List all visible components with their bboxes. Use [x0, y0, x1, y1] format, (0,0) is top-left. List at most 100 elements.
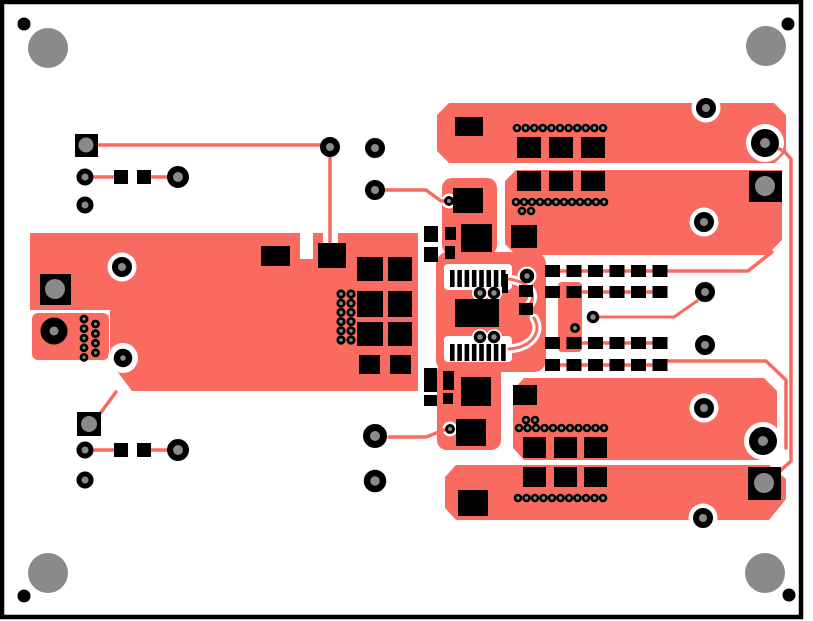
via — [695, 282, 715, 302]
via — [320, 137, 340, 157]
via — [365, 180, 385, 200]
pin-ring-row — [512, 123, 522, 133]
smd-pad — [424, 368, 437, 392]
smd-pad — [513, 385, 537, 405]
pin-ring-col — [336, 326, 346, 336]
smd-pad — [456, 419, 486, 446]
pad-hole — [81, 416, 97, 432]
pin-ring — [521, 415, 531, 425]
pin-ring-col — [346, 298, 356, 308]
passive-pad-row — [545, 337, 560, 349]
trace — [658, 359, 788, 450]
smd-pad — [453, 188, 483, 213]
pin-ring-row — [538, 123, 548, 133]
smd-pad — [445, 227, 456, 240]
pin-ring-row — [539, 493, 548, 503]
ring-pad — [76, 196, 94, 214]
ic-pin-pad — [471, 270, 477, 287]
pin-ring-row — [514, 423, 524, 433]
ic-pin-pad — [501, 344, 506, 361]
smd-pad — [517, 137, 541, 158]
pin-ring-row — [572, 123, 582, 133]
pin-ring-row — [599, 423, 609, 433]
ring-pad — [76, 168, 94, 186]
pin-ring-col — [79, 352, 89, 362]
pin-ring-row — [551, 197, 561, 207]
micro-via — [444, 196, 454, 206]
passive-pad-row — [631, 265, 646, 277]
trace-swirl-bottom — [507, 316, 539, 351]
passive-pad-row — [609, 337, 625, 349]
ic-pin-pad — [479, 270, 484, 287]
pin-ring-row — [582, 423, 592, 433]
pin-ring-col — [346, 335, 356, 345]
smd-pad — [424, 395, 437, 406]
via — [696, 98, 716, 118]
pin-ring — [526, 206, 536, 216]
pin-ring-row — [591, 197, 601, 207]
smd-pad — [114, 443, 128, 457]
smd-pad — [523, 437, 546, 458]
pin-ring-row — [590, 123, 599, 133]
ic-pin-pad — [493, 270, 499, 287]
mounting-hole — [745, 553, 785, 593]
copper-pour-2 — [505, 170, 782, 255]
pin-ring-row — [519, 197, 529, 207]
pin-ring-col — [336, 316, 346, 327]
pin-ring-col — [79, 333, 89, 343]
pin-ring-row — [590, 493, 599, 503]
passive-pad-row — [545, 286, 560, 298]
passive-pad-row — [631, 337, 646, 349]
pin-ring-row — [557, 423, 566, 433]
pin-ring-col — [346, 307, 356, 317]
ic-pin-pad — [493, 344, 499, 361]
passive-pad-row — [609, 265, 625, 277]
smd-pad — [458, 490, 488, 516]
pin-ring-row — [521, 123, 530, 133]
pad-hole — [755, 176, 775, 196]
micro-via — [473, 330, 487, 344]
smd-pad — [137, 443, 151, 457]
trace — [387, 428, 446, 439]
smd-pad — [357, 322, 383, 346]
mounting-hole — [746, 26, 786, 66]
passive-pad-row — [588, 286, 603, 298]
passive-pad-row — [566, 286, 582, 298]
smd-pad — [584, 437, 607, 458]
smd-pad — [137, 170, 151, 184]
pin-ring — [517, 206, 527, 216]
pin-ring-row — [575, 197, 585, 207]
micro-via — [487, 286, 501, 300]
pin-ring-row — [574, 423, 583, 433]
pin-ring-row — [555, 123, 565, 133]
pin-ring-col — [346, 316, 356, 327]
pad-hole — [45, 279, 65, 299]
copper-pour-1 — [437, 103, 786, 163]
pin-ring-row — [513, 493, 523, 503]
via — [693, 508, 713, 528]
ring-pad — [167, 166, 189, 188]
pin-ring-col — [91, 329, 100, 339]
smd-pad — [443, 393, 453, 404]
pin-ring-row — [598, 123, 608, 133]
passive-pad-row — [652, 359, 668, 371]
pin-ring-row — [529, 123, 539, 133]
smd-pad — [443, 371, 454, 390]
via — [694, 212, 714, 232]
ic-pin-pad — [464, 270, 470, 287]
ring-pad — [363, 469, 387, 493]
smd-pad — [523, 467, 546, 487]
pin-ring — [530, 415, 540, 425]
smd-pad — [424, 247, 438, 262]
smd-pad — [114, 170, 128, 184]
passive-pad-row — [566, 265, 582, 277]
pin-ring-col — [79, 314, 89, 324]
micro-via — [586, 310, 600, 324]
pin-ring-row — [591, 423, 600, 433]
passive-pad-row — [545, 359, 560, 371]
pin-ring-row — [547, 493, 557, 503]
smd-pad — [424, 226, 438, 242]
smd-pad — [388, 291, 412, 317]
pin-ring-col — [336, 307, 346, 317]
